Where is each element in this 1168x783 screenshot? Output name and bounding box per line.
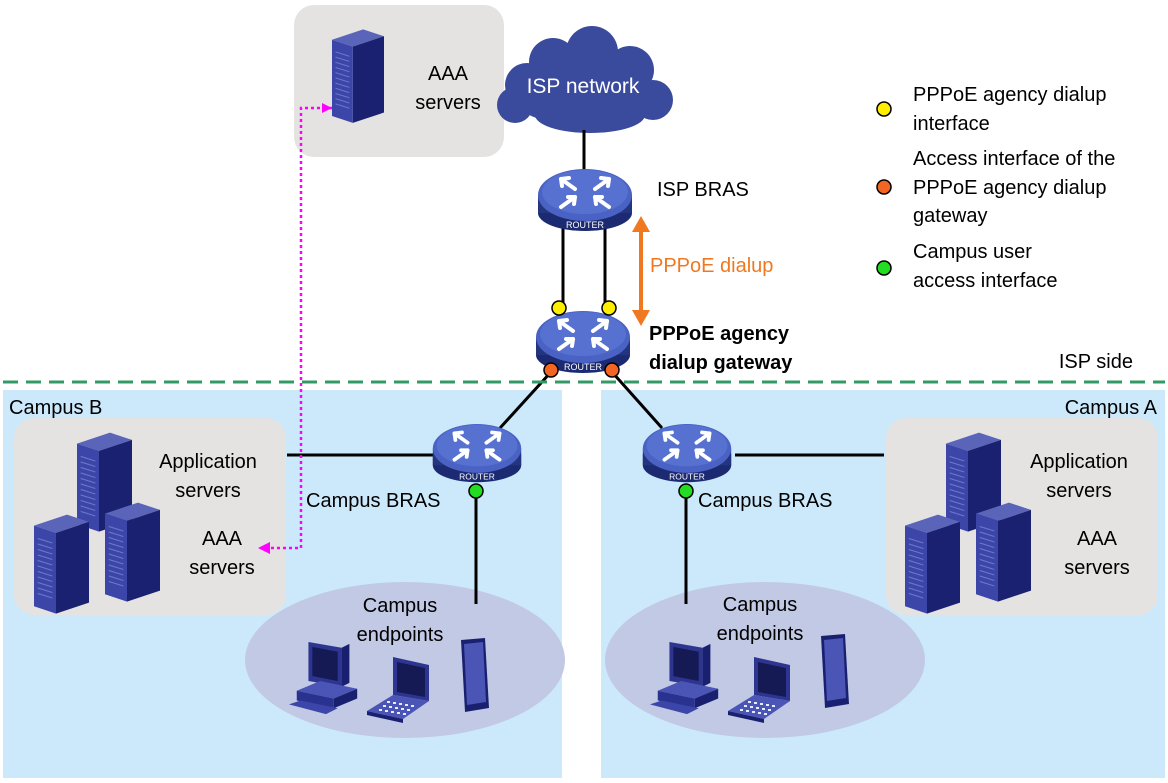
pppoe-dialup-label: PPPoE dialup xyxy=(650,255,773,277)
campus-b-user-access-dot xyxy=(468,483,484,499)
campus-a-endpoints-label: Campus xyxy=(723,594,797,616)
agency-gateway-label: dialup gateway xyxy=(649,352,793,374)
gateway-access-interface-dot xyxy=(604,362,620,378)
campus-a-title: Campus A xyxy=(1065,397,1158,419)
legend-item-label: interface xyxy=(913,113,990,135)
isp-aaa-server-box xyxy=(294,5,504,157)
campus-b-app-servers-label: Application xyxy=(159,451,257,473)
pppoe-dialup-arrow xyxy=(632,216,650,326)
isp-cloud-icon xyxy=(497,26,673,133)
legend-item-label: PPPoE agency dialup xyxy=(913,177,1106,199)
campus-a-user-access-dot xyxy=(678,483,694,499)
campus-a-tablet-icon xyxy=(821,634,849,708)
campus-a-aaa-label: servers xyxy=(1064,557,1130,579)
agency-gateway-label: PPPoE agency xyxy=(649,323,790,345)
campus-b-aaa-server-icon xyxy=(34,513,89,615)
campus-a-bras-label: Campus BRAS xyxy=(698,490,833,512)
campus-a-endpoints-label: endpoints xyxy=(717,623,804,645)
campus-b-title: Campus B xyxy=(9,397,102,419)
isp-side-label: ISP side xyxy=(1059,351,1133,373)
legend-item-label: PPPoE agency dialup xyxy=(913,84,1106,106)
legend-item-label: gateway xyxy=(913,205,988,227)
campus-b-bras-router-icon[interactable] xyxy=(430,422,524,485)
campus-b-aaa-server-icon xyxy=(105,501,160,603)
isp-network-label: ISP network xyxy=(527,75,640,98)
campus-a-aaa-server-icon xyxy=(905,513,960,615)
campus-a-aaa-label: AAA xyxy=(1077,528,1118,550)
agency-dialup-interface-dot xyxy=(601,300,617,316)
campus-b-endpoints-label: Campus xyxy=(363,595,437,617)
agency-dialup-interface-dot xyxy=(551,300,567,316)
campus-a-aaa-server-icon xyxy=(976,501,1031,603)
campus-a-bras-router-icon[interactable] xyxy=(640,422,734,485)
legend-item-label: access interface xyxy=(913,270,1058,292)
gateway-access-interface-dot xyxy=(543,362,559,378)
campus-b-bras-label: Campus BRAS xyxy=(306,490,441,512)
aaa-auth-link xyxy=(258,103,332,554)
campus-a-app-servers-label: servers xyxy=(1046,480,1112,502)
legend-campus-access-dot xyxy=(876,260,892,276)
legend-item-label: Access interface of the xyxy=(913,148,1115,170)
legend-dialup-dot xyxy=(876,101,892,117)
campus-b-app-servers-label: servers xyxy=(175,480,241,502)
network-links xyxy=(287,130,884,604)
isp-aaa-label: servers xyxy=(415,92,481,114)
campus-b-endpoints-label: endpoints xyxy=(357,624,444,646)
campus-b-aaa-label: AAA xyxy=(202,528,243,550)
legend-gateway-access-dot xyxy=(876,179,892,195)
campus-b-tablet-icon xyxy=(461,638,489,712)
isp-bras-router-icon[interactable] xyxy=(536,167,634,233)
legend-item-label: Campus user xyxy=(913,241,1032,263)
isp-aaa-server-icon xyxy=(332,28,384,124)
isp-aaa-label: AAA xyxy=(428,63,469,85)
campus-a-app-servers-label: Application xyxy=(1030,451,1128,473)
campus-b-aaa-label: servers xyxy=(189,557,255,579)
isp-bras-label: ISP BRAS xyxy=(657,179,749,201)
